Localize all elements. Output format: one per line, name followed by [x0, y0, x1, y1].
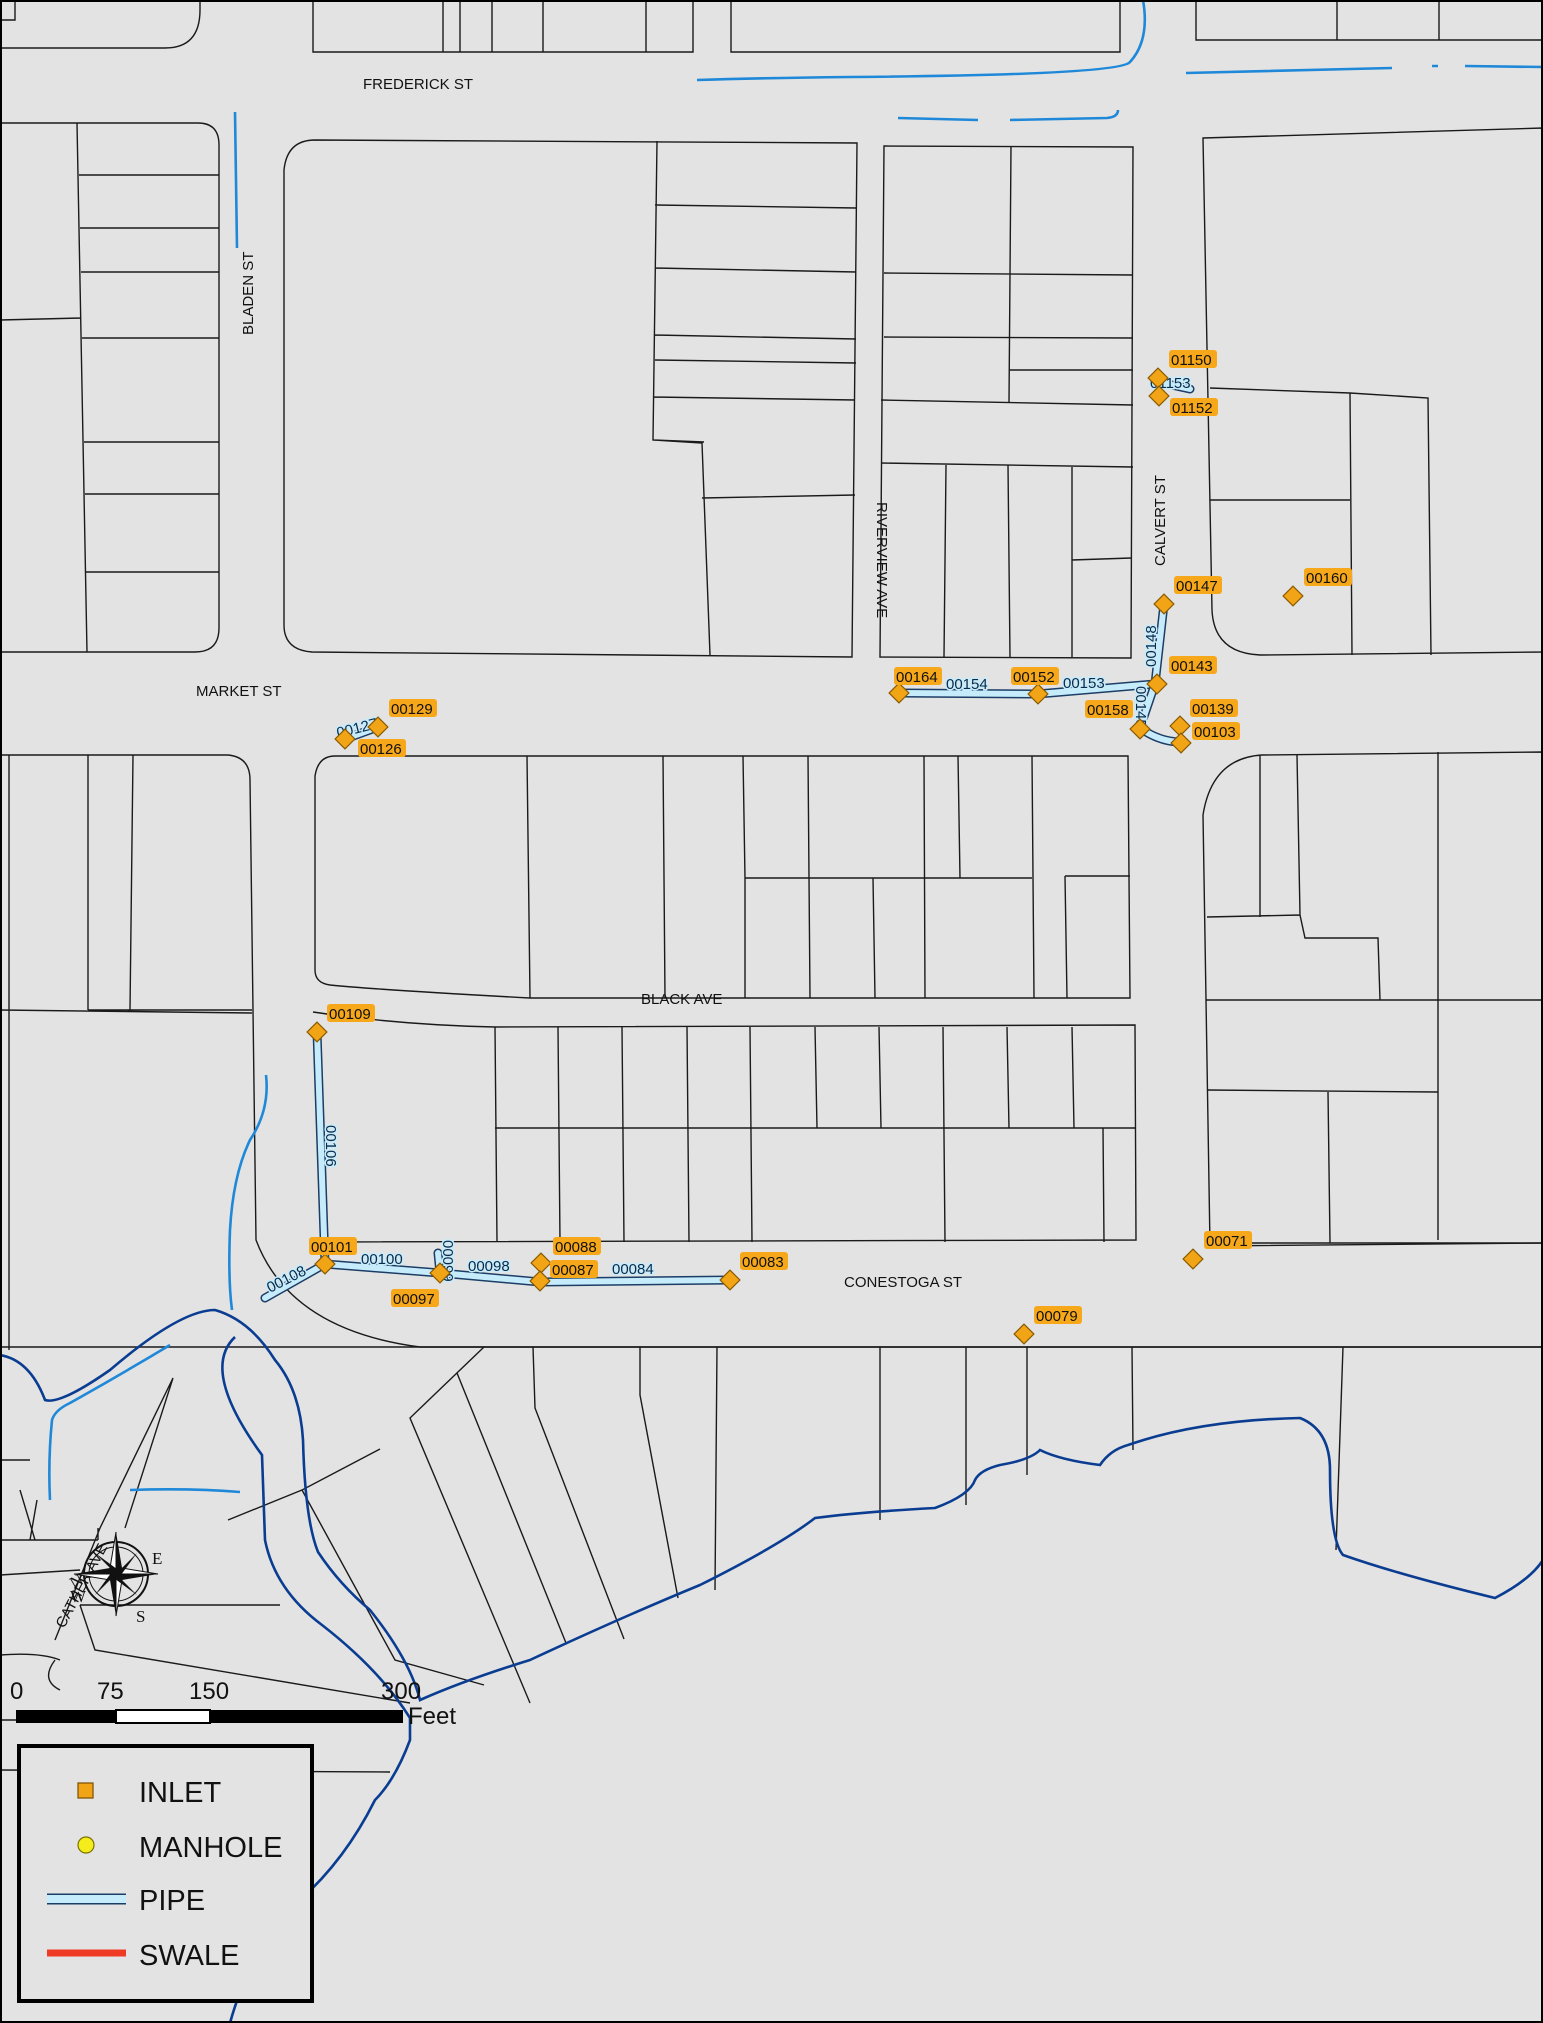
pipe-label: 00084	[612, 1261, 654, 1278]
street-label-black: BLACK AVE	[641, 991, 722, 1008]
inlet-marker	[1146, 673, 1168, 695]
inlet-label: 00164	[896, 669, 938, 686]
inlet-layer: 01150 01152 00147 00160 00164 00152 0014…	[306, 350, 1352, 1345]
legend-label-inlet: INLET	[139, 1777, 221, 1809]
inlet-marker	[1153, 593, 1175, 615]
inlet-label: 00079	[1036, 1308, 1078, 1325]
inlet-label: 00101	[311, 1239, 353, 1256]
compass-rose-icon: N E S W	[66, 1531, 162, 1626]
inlet-label: 00088	[555, 1239, 597, 1256]
inlet-label: 01150	[1171, 352, 1212, 369]
pipe-label: 00100	[361, 1251, 403, 1268]
river-main	[0, 1308, 1543, 1702]
legend-box	[17, 1744, 314, 2003]
inlet-label: 00129	[391, 701, 433, 718]
compass-label-w: W	[70, 1587, 87, 1606]
pipe-label: 00145	[1132, 686, 1149, 728]
pipe-label: 00153	[1063, 675, 1105, 692]
inlet-label: 00087	[552, 1262, 594, 1279]
legend-label-pipe: PIPE	[139, 1885, 205, 1917]
inlet-label: 00152	[1013, 669, 1055, 686]
street-label-riverview: RIVERVIEW AVE	[873, 502, 890, 618]
legend-label-swale: SWALE	[139, 1940, 239, 1972]
inlet-symbol-icon	[77, 1782, 94, 1799]
legend: INLET MANHOLE PIPE SWALE	[17, 1744, 314, 2003]
pipe-label: 00154	[946, 676, 988, 693]
inlet-marker	[530, 1252, 552, 1274]
inlet-marker	[1013, 1323, 1035, 1345]
inlet-marker	[334, 728, 356, 750]
inlet-label: 00071	[1206, 1233, 1248, 1250]
inlet-marker	[1282, 585, 1304, 607]
scale-bar: 0 75 150 300 Feet	[10, 1678, 456, 1730]
compass-label-e: E	[152, 1549, 162, 1568]
pipe-label: 00098	[468, 1258, 510, 1275]
street-labels: FREDERICK ST BLADEN ST MARKET ST RIVERVI…	[53, 76, 1169, 1631]
inlet-marker	[1148, 385, 1170, 407]
inlet-label: 00147	[1176, 578, 1218, 595]
street-label-conestoga: CONESTOGA ST	[844, 1274, 962, 1291]
pipe-label: 00106	[322, 1125, 339, 1167]
inlet-label: 00083	[742, 1254, 784, 1271]
scale-unit-label: Feet	[408, 1703, 456, 1730]
inlet-marker	[888, 682, 910, 704]
inlet-marker	[1147, 367, 1169, 389]
inlet-marker	[1170, 732, 1192, 754]
stream-bladen	[233, 111, 239, 249]
street-label-bladen: BLADEN ST	[240, 252, 257, 335]
scale-tick-label: 75	[97, 1678, 124, 1705]
inlet-marker	[314, 1253, 336, 1275]
inlet-marker	[306, 1021, 328, 1043]
inlet-label: 00139	[1192, 701, 1234, 718]
legend-label-manhole: MANHOLE	[139, 1832, 282, 1864]
street-label-frederick: FREDERICK ST	[363, 76, 473, 93]
inlet-marker	[719, 1269, 741, 1291]
street-label-market: MARKET ST	[196, 683, 282, 700]
stream-top	[696, 0, 1147, 82]
scale-tick-label: 150	[189, 1678, 229, 1705]
inlet-label: 00160	[1306, 570, 1348, 587]
inlet-label: 00143	[1171, 658, 1213, 675]
inlet-marker	[367, 716, 389, 738]
inlet-marker	[1027, 683, 1049, 705]
inlet-marker	[429, 1262, 451, 1284]
inlet-label: 00097	[393, 1291, 435, 1308]
inlet-marker	[1169, 715, 1191, 737]
stream-west	[228, 1074, 268, 1311]
pipe-label: 00148	[1143, 625, 1160, 667]
inlet-label: 00103	[1194, 724, 1236, 741]
inlet-label: 00158	[1087, 702, 1129, 719]
inlet-label: 01152	[1172, 400, 1213, 417]
inlet-marker	[1182, 1248, 1204, 1270]
inlet-marker	[1129, 718, 1151, 740]
manhole-symbol-icon	[77, 1836, 95, 1854]
scale-tick-label: 0	[10, 1678, 23, 1705]
scale-tick-label: 300	[381, 1678, 421, 1705]
inlet-label: 00109	[329, 1006, 371, 1023]
inlet-label: 00126	[360, 741, 402, 758]
compass-label-s: S	[136, 1607, 145, 1626]
street-label-calvert: CALVERT ST	[1152, 475, 1169, 566]
inlet-marker	[529, 1270, 551, 1292]
